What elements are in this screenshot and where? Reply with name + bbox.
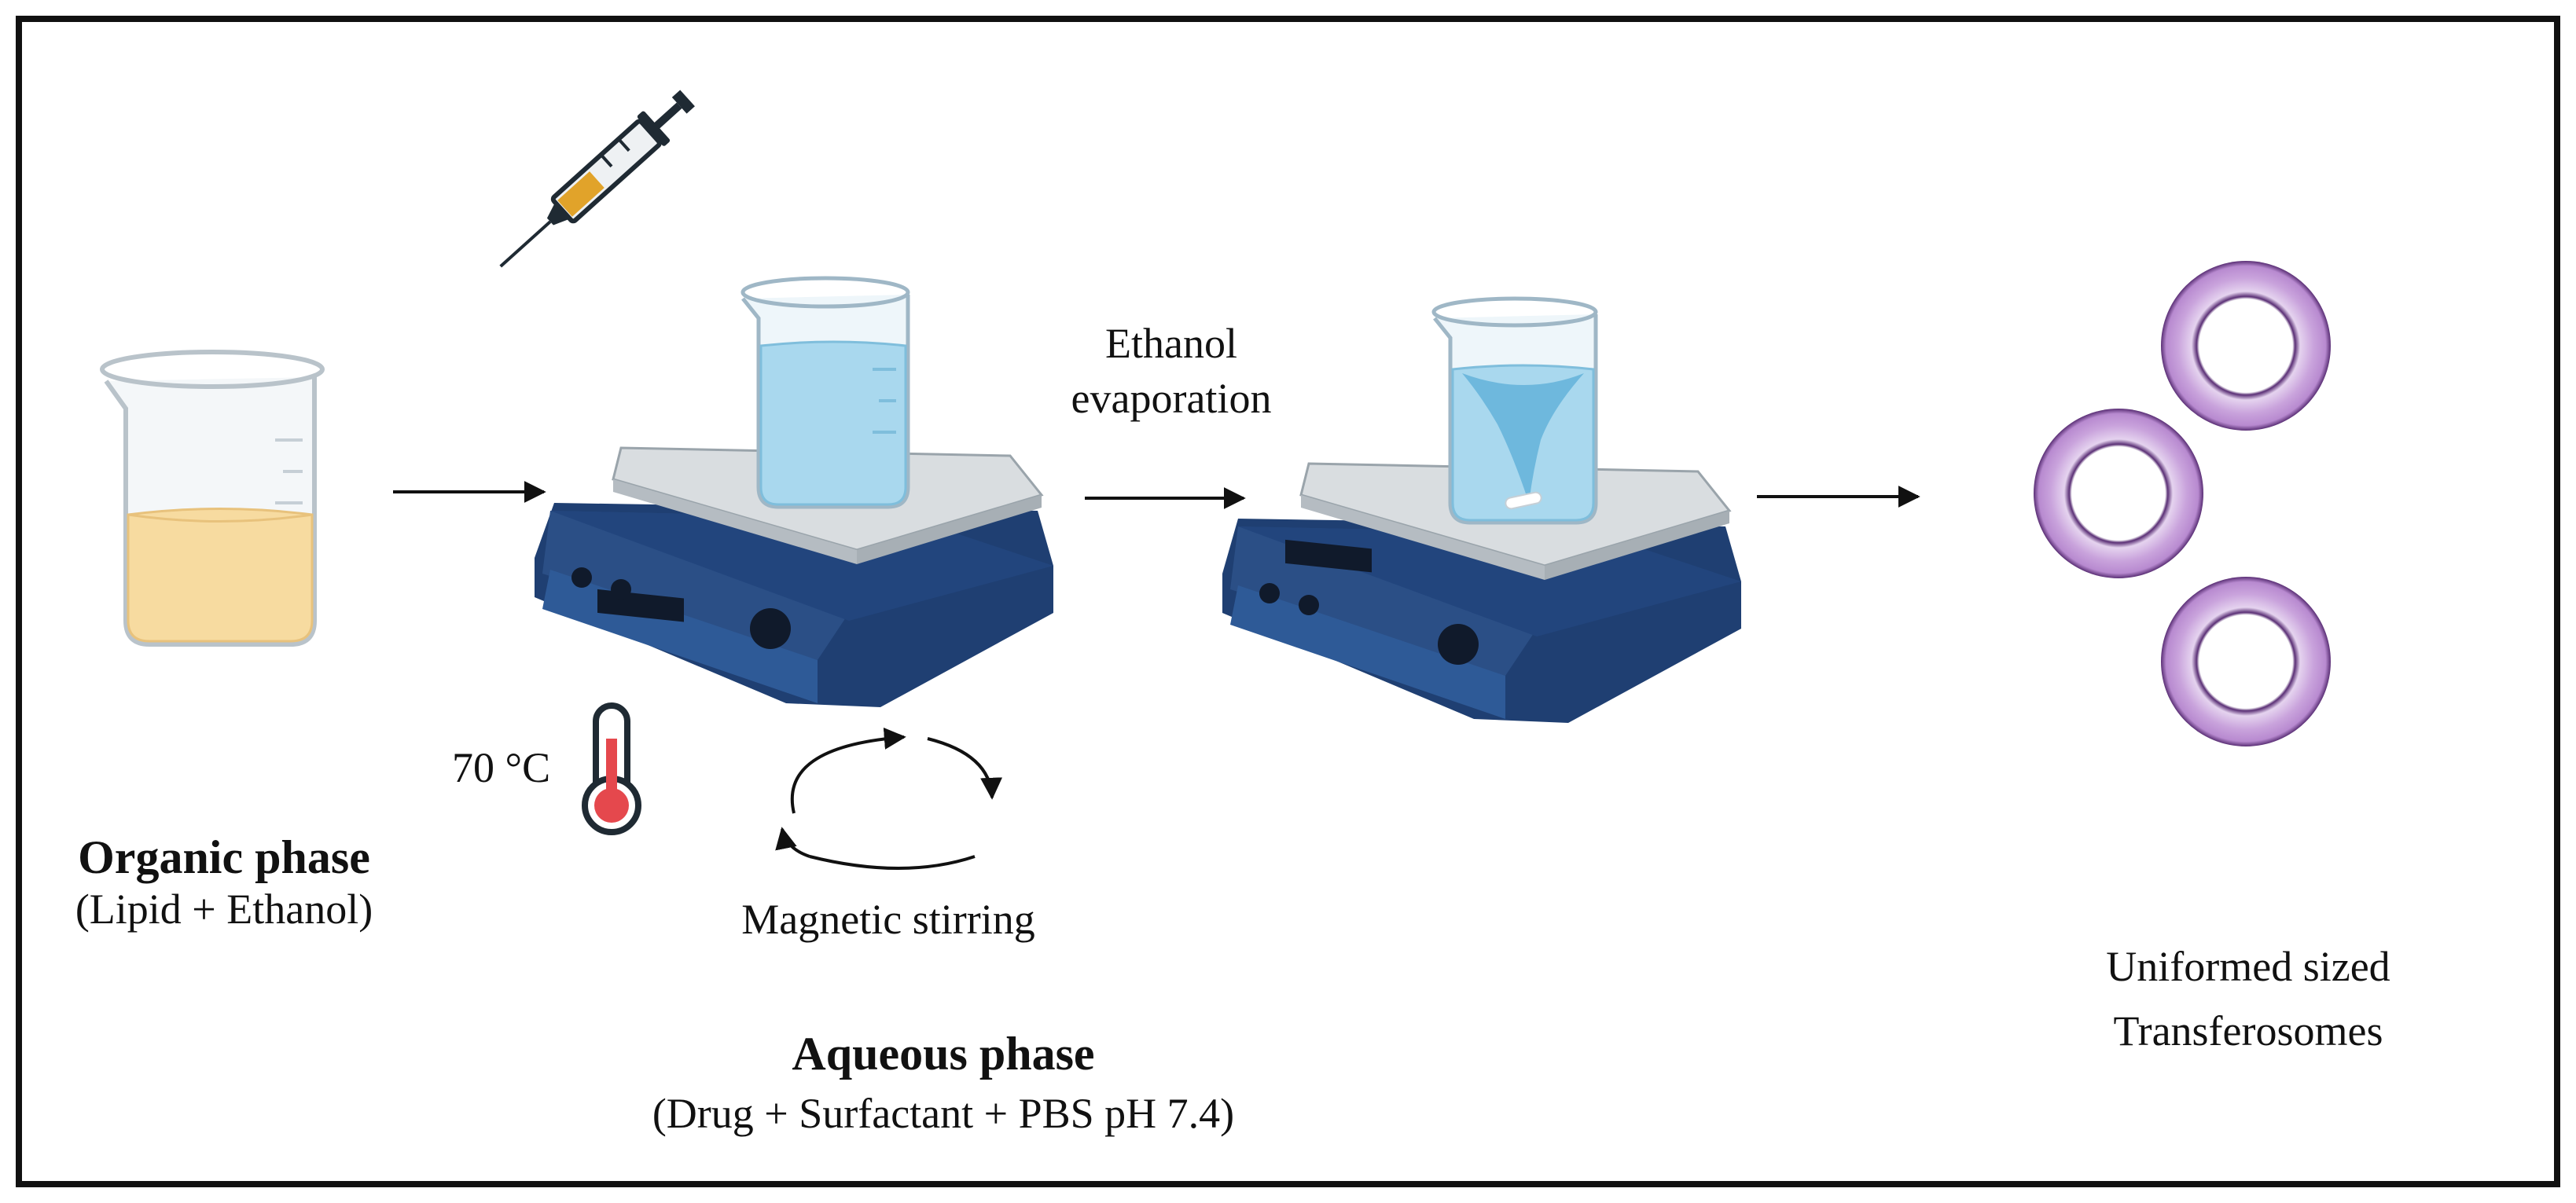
result-label-line2: Transferosomes — [2113, 1007, 2383, 1054]
organic-phase-subtitle: (Lipid + Ethanol) — [75, 886, 373, 933]
vesicle-3 — [2161, 577, 2331, 746]
vesicle-1 — [2161, 261, 2331, 431]
stirring-label: Magnetic stirring — [741, 896, 1035, 943]
stirring-arrows-icon — [775, 727, 1003, 870]
transferosome-vesicles — [2034, 261, 2331, 746]
syringe-icon — [499, 90, 695, 268]
temperature-label: 70 °C — [452, 744, 551, 791]
aqueous-phase-title: Aqueous phase — [792, 1028, 1095, 1080]
magnetic-stirrer-1 — [535, 446, 1053, 707]
evaporation-label-line2: evaporation — [1071, 375, 1272, 422]
evaporation-label-line1: Ethanol — [1105, 320, 1237, 367]
thermometer-icon — [582, 702, 641, 835]
result-label-line1: Uniformed sized — [2106, 943, 2390, 990]
aqueous-phase-subtitle: (Drug + Surfactant + PBS pH 7.4) — [652, 1090, 1235, 1137]
vortex-beaker — [1431, 296, 1598, 525]
organic-beaker — [100, 350, 325, 647]
magnetic-stirrer-2 — [1222, 462, 1741, 723]
aqueous-beaker — [740, 276, 910, 509]
organic-phase-title: Organic phase — [78, 831, 370, 883]
vesicle-2 — [2034, 409, 2203, 578]
